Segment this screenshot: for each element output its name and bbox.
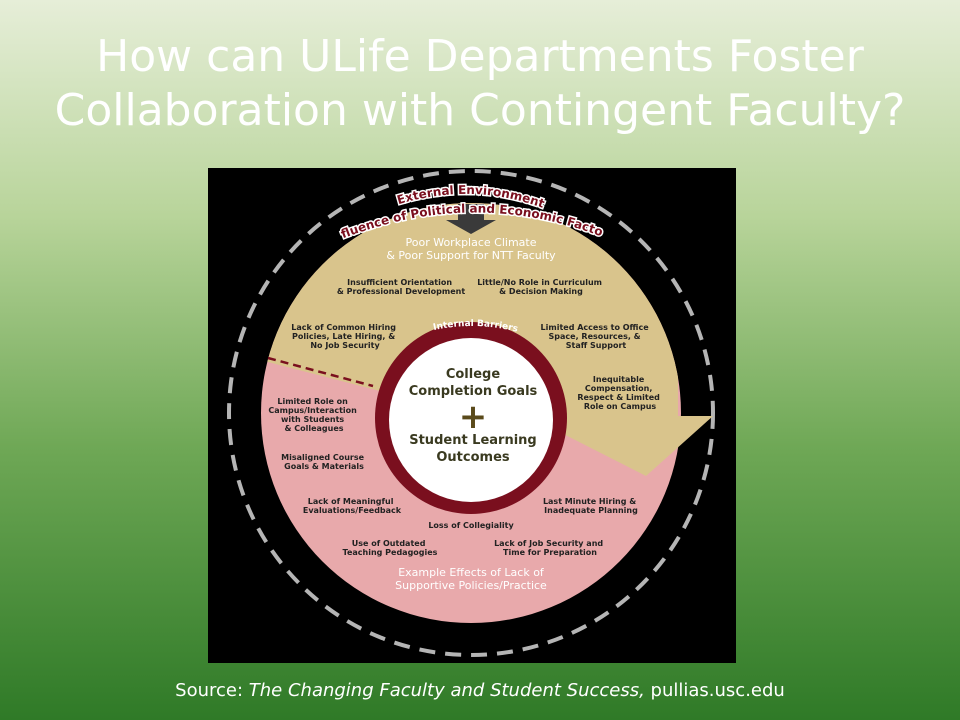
barrier-office-access: Limited Access to Office Space, Resource… [541,323,652,350]
svg-text:Poor Workplace Climate: Poor Workplace Climate [406,236,537,249]
barrier-curriculum-role: Little/No Role in Curriculum & Decision … [477,278,605,296]
center-circle [389,338,553,502]
source-title: The Changing Faculty and Student Success… [248,680,645,701]
outer-dashed-ring [227,169,715,657]
svg-text:Student Learning: Student Learning [409,433,537,448]
source-url: pullias.usc.edu [644,680,785,701]
svg-text:+: + [459,397,488,437]
source-citation: Source: The Changing Faculty and Student… [0,680,960,701]
climate-heading: Poor Workplace Climate & Poor Support fo… [386,236,556,262]
effect-outdated-pedagogies: Use of Outdated Teaching Pedagogies [343,539,438,557]
effects-heading: Example Effects of Lack of Supportive Po… [395,566,547,592]
impact-arrow [528,416,713,476]
svg-text:Completion Goals: Completion Goals [409,384,538,399]
environment-arrow [446,204,496,234]
effect-misaligned-course: Misaligned Course Goals & Materials [281,453,367,471]
barrier-compensation: Inequitable Compensation, Respect & Limi… [577,375,662,411]
svg-text:Outcomes: Outcomes [436,450,510,465]
effect-last-minute-hiring: Last Minute Hiring & Inadequate Planning [543,497,639,515]
title-line-1: How can ULife Departments Foster [96,31,864,82]
effect-collegiality: Loss of Collegiality [428,521,514,530]
svg-text:College: College [446,367,501,382]
effect-limited-role: Limited Role on Campus/Interaction with … [268,397,359,433]
effect-evaluations: Lack of Meaningful Evaluations/Feedback [303,497,402,515]
svg-text:Example Effects of Lack of: Example Effects of Lack of [398,566,545,579]
svg-text:Supportive Policies/Practice: Supportive Policies/Practice [395,579,547,592]
barrier-hiring-policies: Lack of Common Hiring Policies, Late Hir… [291,323,398,350]
barrier-orientation: Insufficient Orientation & Professional … [337,278,465,296]
source-prefix: Source: [175,680,249,701]
region-divider [267,356,374,388]
title-line-2: Collaboration with Contingent Faculty? [54,85,906,136]
svg-text:& Poor Support for NTT Faculty: & Poor Support for NTT Faculty [386,249,556,262]
diagram-panel: External Environment Influence of Politi… [208,168,736,663]
framework-diagram: External Environment Influence of Politi… [208,168,715,657]
center-goals: College Completion Goals + Student Learn… [409,367,538,465]
effect-job-security: Lack of Job Security and Time for Prepar… [494,539,606,557]
slide-title: How can ULife Departments Foster Collabo… [0,30,960,138]
